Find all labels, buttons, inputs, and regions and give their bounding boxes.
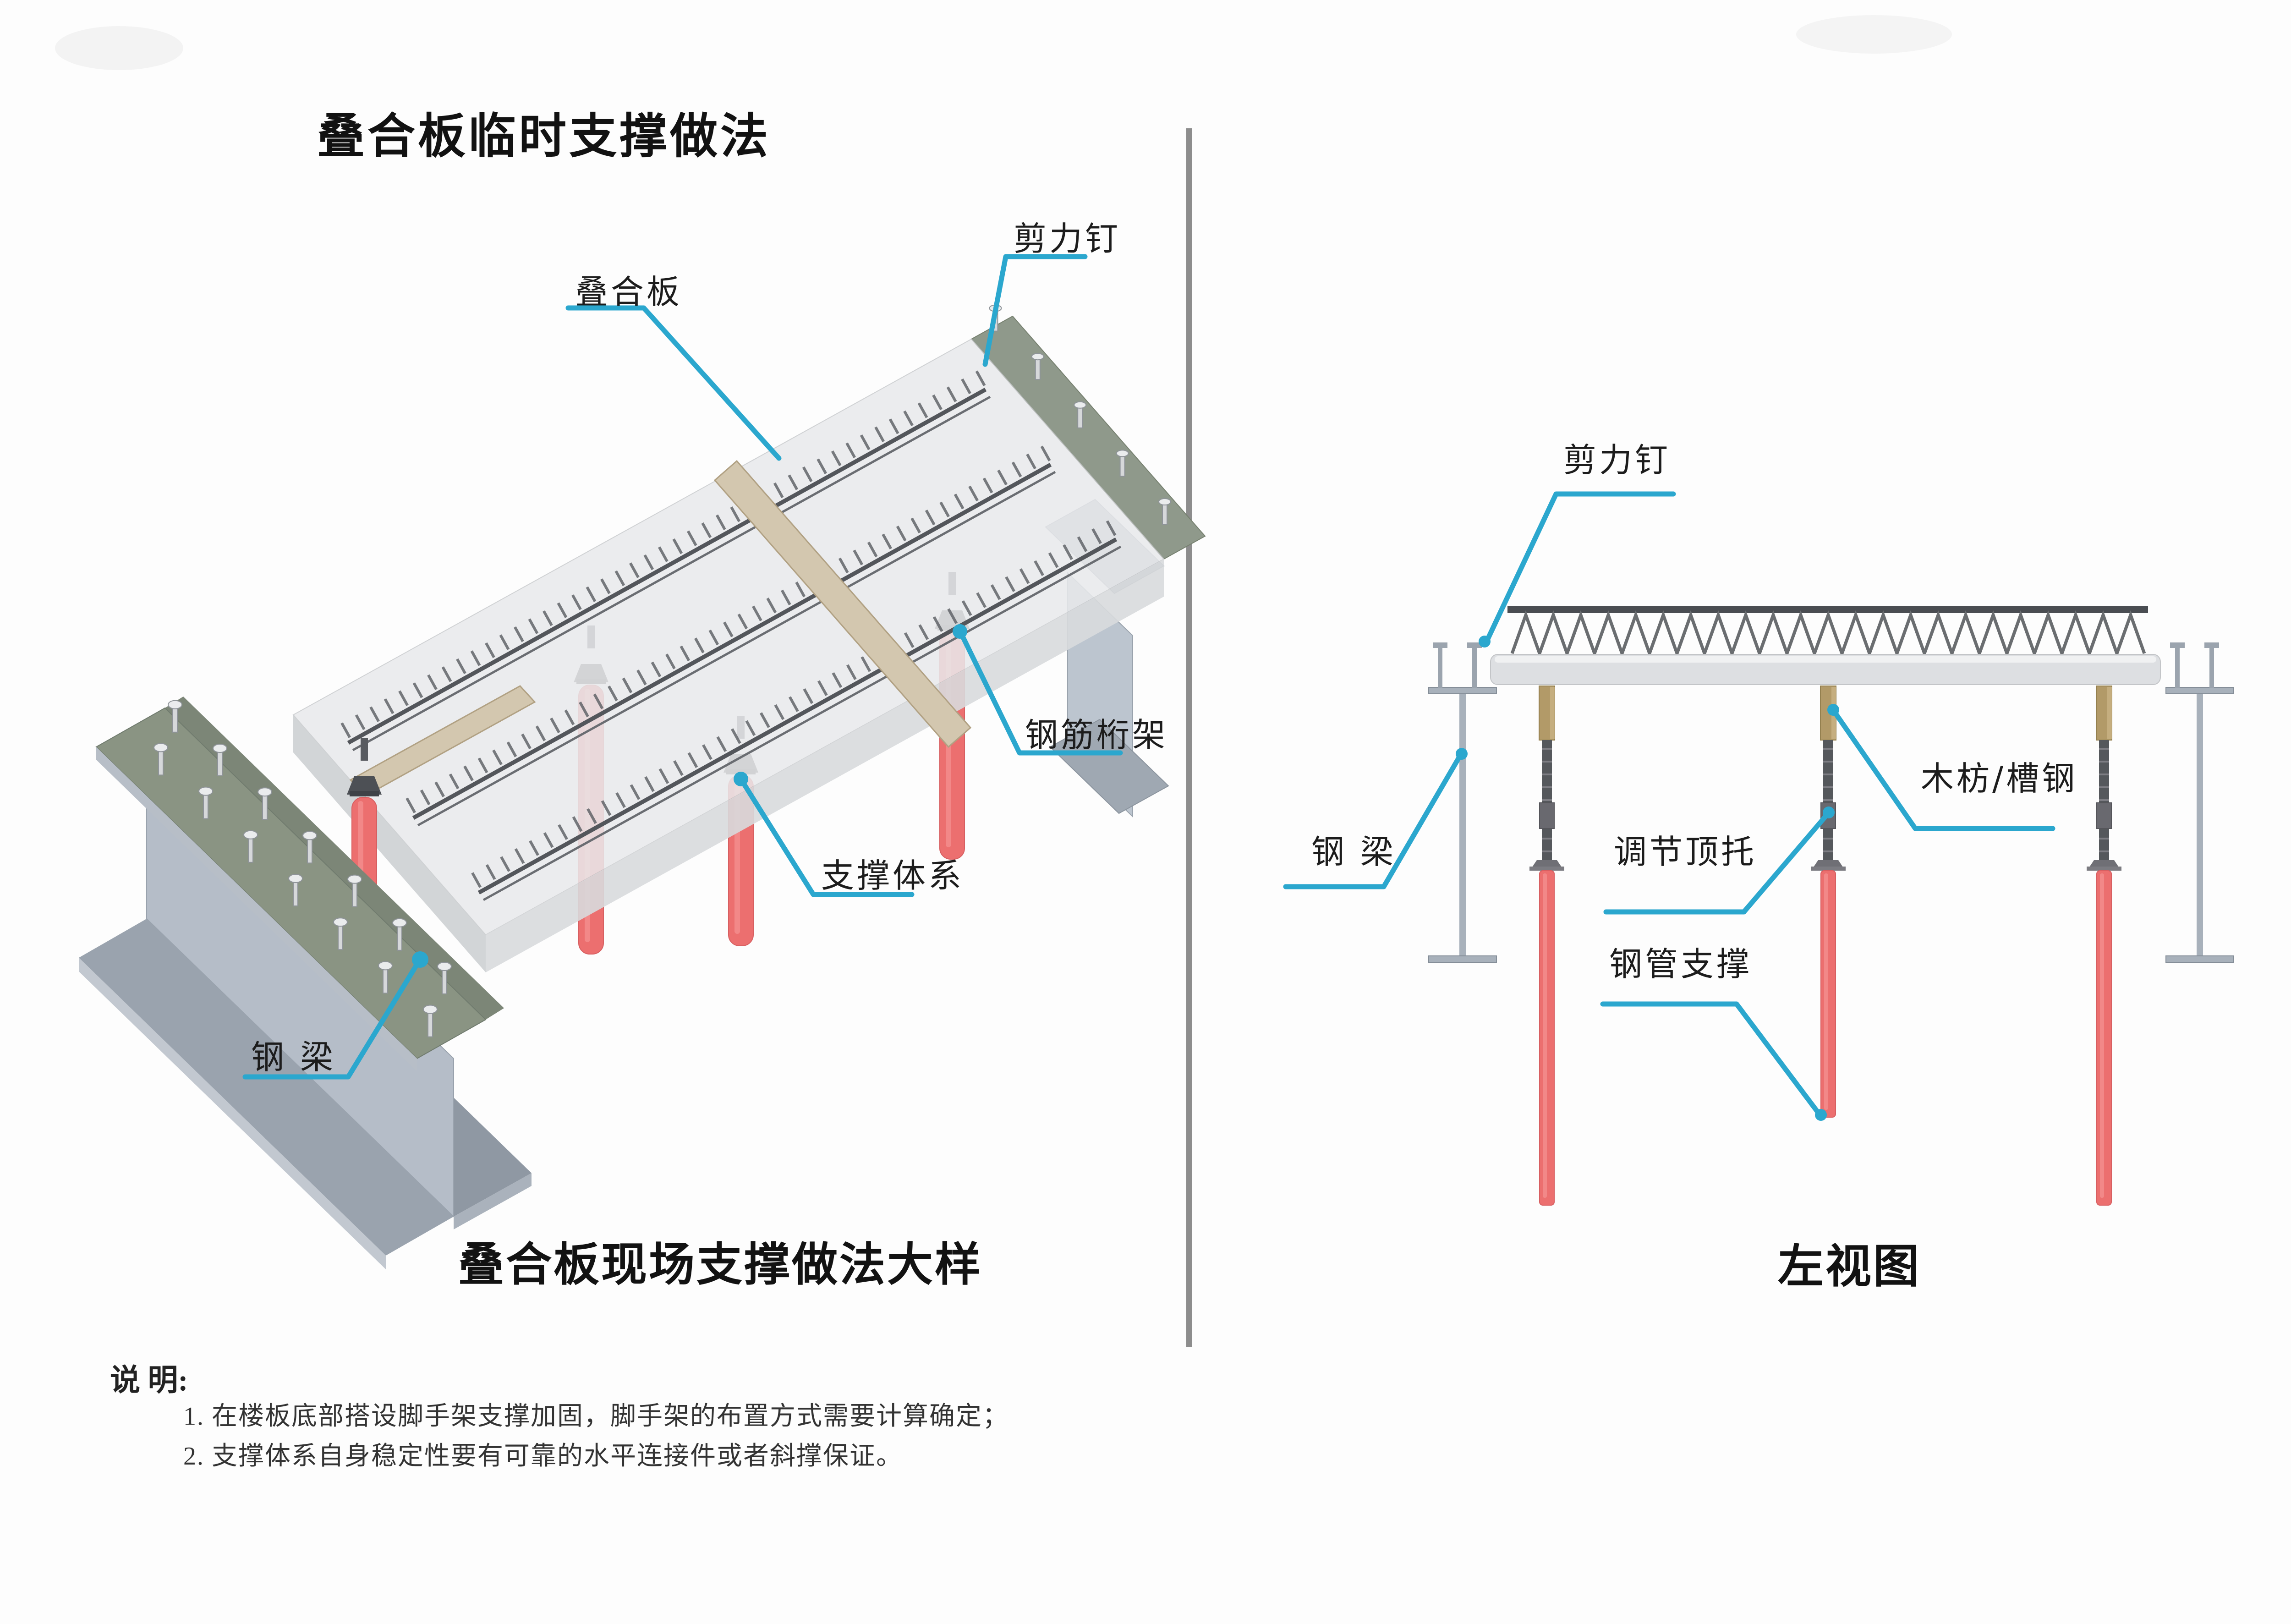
rebar-trusses bbox=[340, 370, 1122, 901]
left-view-caption: 叠合板现场支撑做法大样 bbox=[458, 1240, 982, 1290]
slab-highlight bbox=[1495, 656, 2156, 663]
notes-heading: 说 明: bbox=[110, 1364, 188, 1397]
truss-web-bars bbox=[1510, 610, 2146, 658]
note-item: 1. 在楼板底部搭设脚手架支撑加固，脚手架的布置方式需要计算确定； bbox=[183, 1402, 1009, 1431]
right-view-caption: 左视图 bbox=[1778, 1241, 1921, 1292]
label-shear-stud-left: 剪力钉 bbox=[1014, 219, 1121, 258]
label-adjustable-jack: 调节顶托 bbox=[1614, 833, 1757, 871]
panel-divider bbox=[1186, 128, 1192, 1347]
scan-smudge bbox=[55, 26, 183, 70]
isometric-view bbox=[79, 304, 1206, 1269]
label-steel-pipe-support: 钢管支撑 bbox=[1609, 945, 1753, 983]
composite-slab bbox=[292, 338, 1165, 972]
label-shear-stud-right: 剪力钉 bbox=[1563, 441, 1671, 479]
label-steel-beam-left: 钢 梁 bbox=[251, 1038, 336, 1076]
label-support-system: 支撑体系 bbox=[821, 856, 965, 895]
adjustable-supports bbox=[1529, 686, 2121, 1206]
near-shear-studs bbox=[153, 700, 452, 1037]
scan-smudge bbox=[1796, 15, 1952, 54]
label-wood-or-channel: 木枋/槽钢 bbox=[1921, 759, 2078, 798]
shear-stud-pins bbox=[1433, 642, 2219, 688]
near-steel-beam bbox=[79, 697, 532, 1269]
side-elevation-view bbox=[1428, 606, 2234, 1206]
note-item: 2. 支撑体系自身稳定性要有可靠的水平连接件或者斜撑保证。 bbox=[183, 1442, 903, 1470]
page-title: 叠合板临时支撑做法 bbox=[317, 110, 771, 163]
wood-joist bbox=[713, 460, 972, 748]
steel-beam-section bbox=[2165, 687, 2234, 963]
leader-lines bbox=[242, 254, 2055, 1121]
label-slab: 叠合板 bbox=[575, 273, 683, 311]
label-rebar-truss: 钢筋桁架 bbox=[1025, 716, 1168, 754]
truss-top-chord bbox=[1507, 606, 2148, 613]
steel-beam-section bbox=[1428, 687, 1497, 963]
label-steel-beam-right: 钢 梁 bbox=[1311, 833, 1396, 871]
